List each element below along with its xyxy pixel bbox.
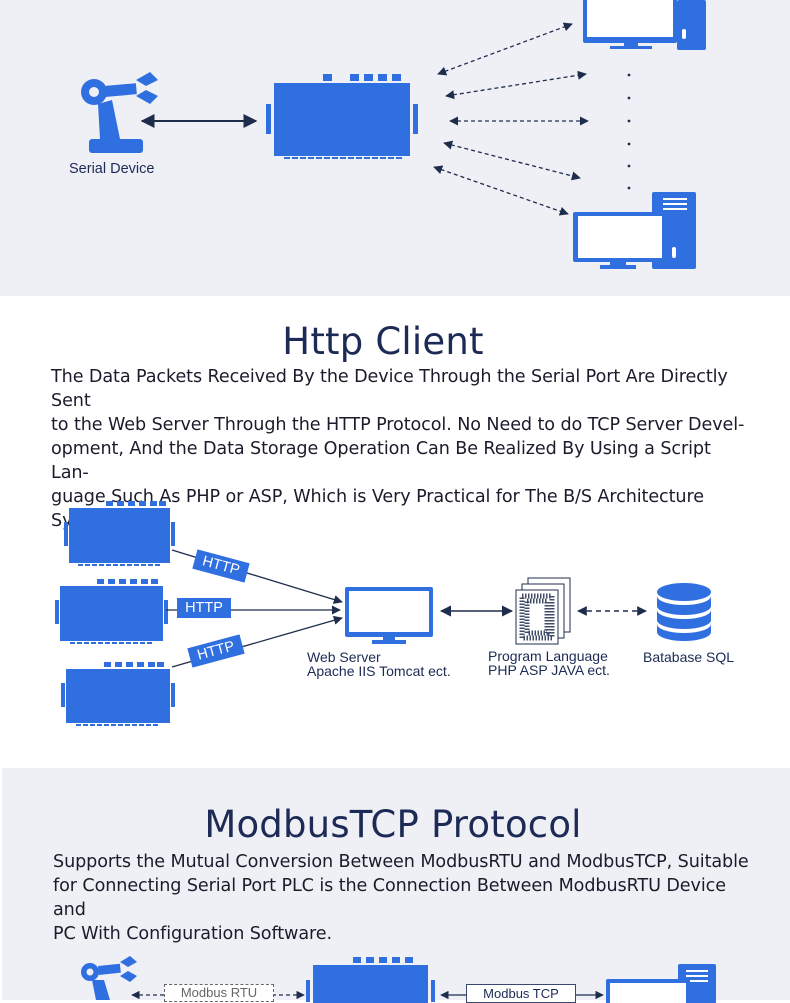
paragraph-line: guage Such As PHP or ASP, Which is Very … xyxy=(51,487,704,507)
more-devices-dots xyxy=(627,73,631,190)
http-client-description: The Data Packets Received By the Device … xyxy=(51,365,751,533)
program-document-icon xyxy=(515,577,571,645)
program-line2: PHP ASP JAVA ect. xyxy=(488,662,610,678)
web-server-label: Web Server Apache IIS Tomcat ect. xyxy=(307,650,451,678)
web-server-line2: Apache IIS Tomcat ect. xyxy=(307,663,451,679)
modbus-tcp-title: ModbusTCP Protocol xyxy=(204,803,582,846)
database-label: Batabase SQL xyxy=(643,649,735,665)
http-client-title: Http Client xyxy=(282,320,484,363)
robot-arm-icon xyxy=(81,72,158,153)
serial-device-label: Serial Device xyxy=(69,161,155,177)
modbus-tcp-tag: Modbus TCP xyxy=(466,984,576,1003)
paragraph-line: for Connecting Serial Port PLC is the Co… xyxy=(53,876,726,920)
computer-icon-bottom xyxy=(573,192,696,269)
modbus-description: Supports the Mutual Conversion Between M… xyxy=(53,850,753,946)
web-server-line1: Web Server xyxy=(307,649,381,665)
serial-server-device-icon xyxy=(55,579,168,644)
http-client-diagram xyxy=(55,501,711,726)
paragraph-line: Supports the Mutual Conversion Between M… xyxy=(53,852,749,872)
database-icon xyxy=(657,583,711,641)
web-server-monitor-icon xyxy=(345,587,433,644)
robot-arm-icon xyxy=(81,956,137,1000)
modbus-rtu-tag: Modbus RTU xyxy=(164,984,274,1002)
computer-icon xyxy=(606,964,716,1003)
paragraph-line: The Data Packets Received By the Device … xyxy=(51,367,728,411)
serial-server-device-icon xyxy=(61,662,175,726)
paragraph-line: opment, And the Data Storage Operation C… xyxy=(51,439,711,483)
program-language-label: Program Language PHP ASP JAVA ect. xyxy=(488,649,610,677)
serial-server-device-icon xyxy=(306,957,435,1003)
dashed-connection-arrows xyxy=(433,22,589,216)
computer-icon-top xyxy=(583,0,706,50)
program-line1: Program Language xyxy=(488,648,608,664)
section1-diagram xyxy=(81,0,706,269)
http-tag: HTTP xyxy=(177,598,231,618)
paragraph-line: PC With Configuration Software. xyxy=(53,924,332,944)
paragraph-line: to the Web Server Through the HTTP Proto… xyxy=(51,415,745,435)
serial-server-device-icon xyxy=(266,74,418,159)
serial-server-device-icon xyxy=(64,501,175,566)
